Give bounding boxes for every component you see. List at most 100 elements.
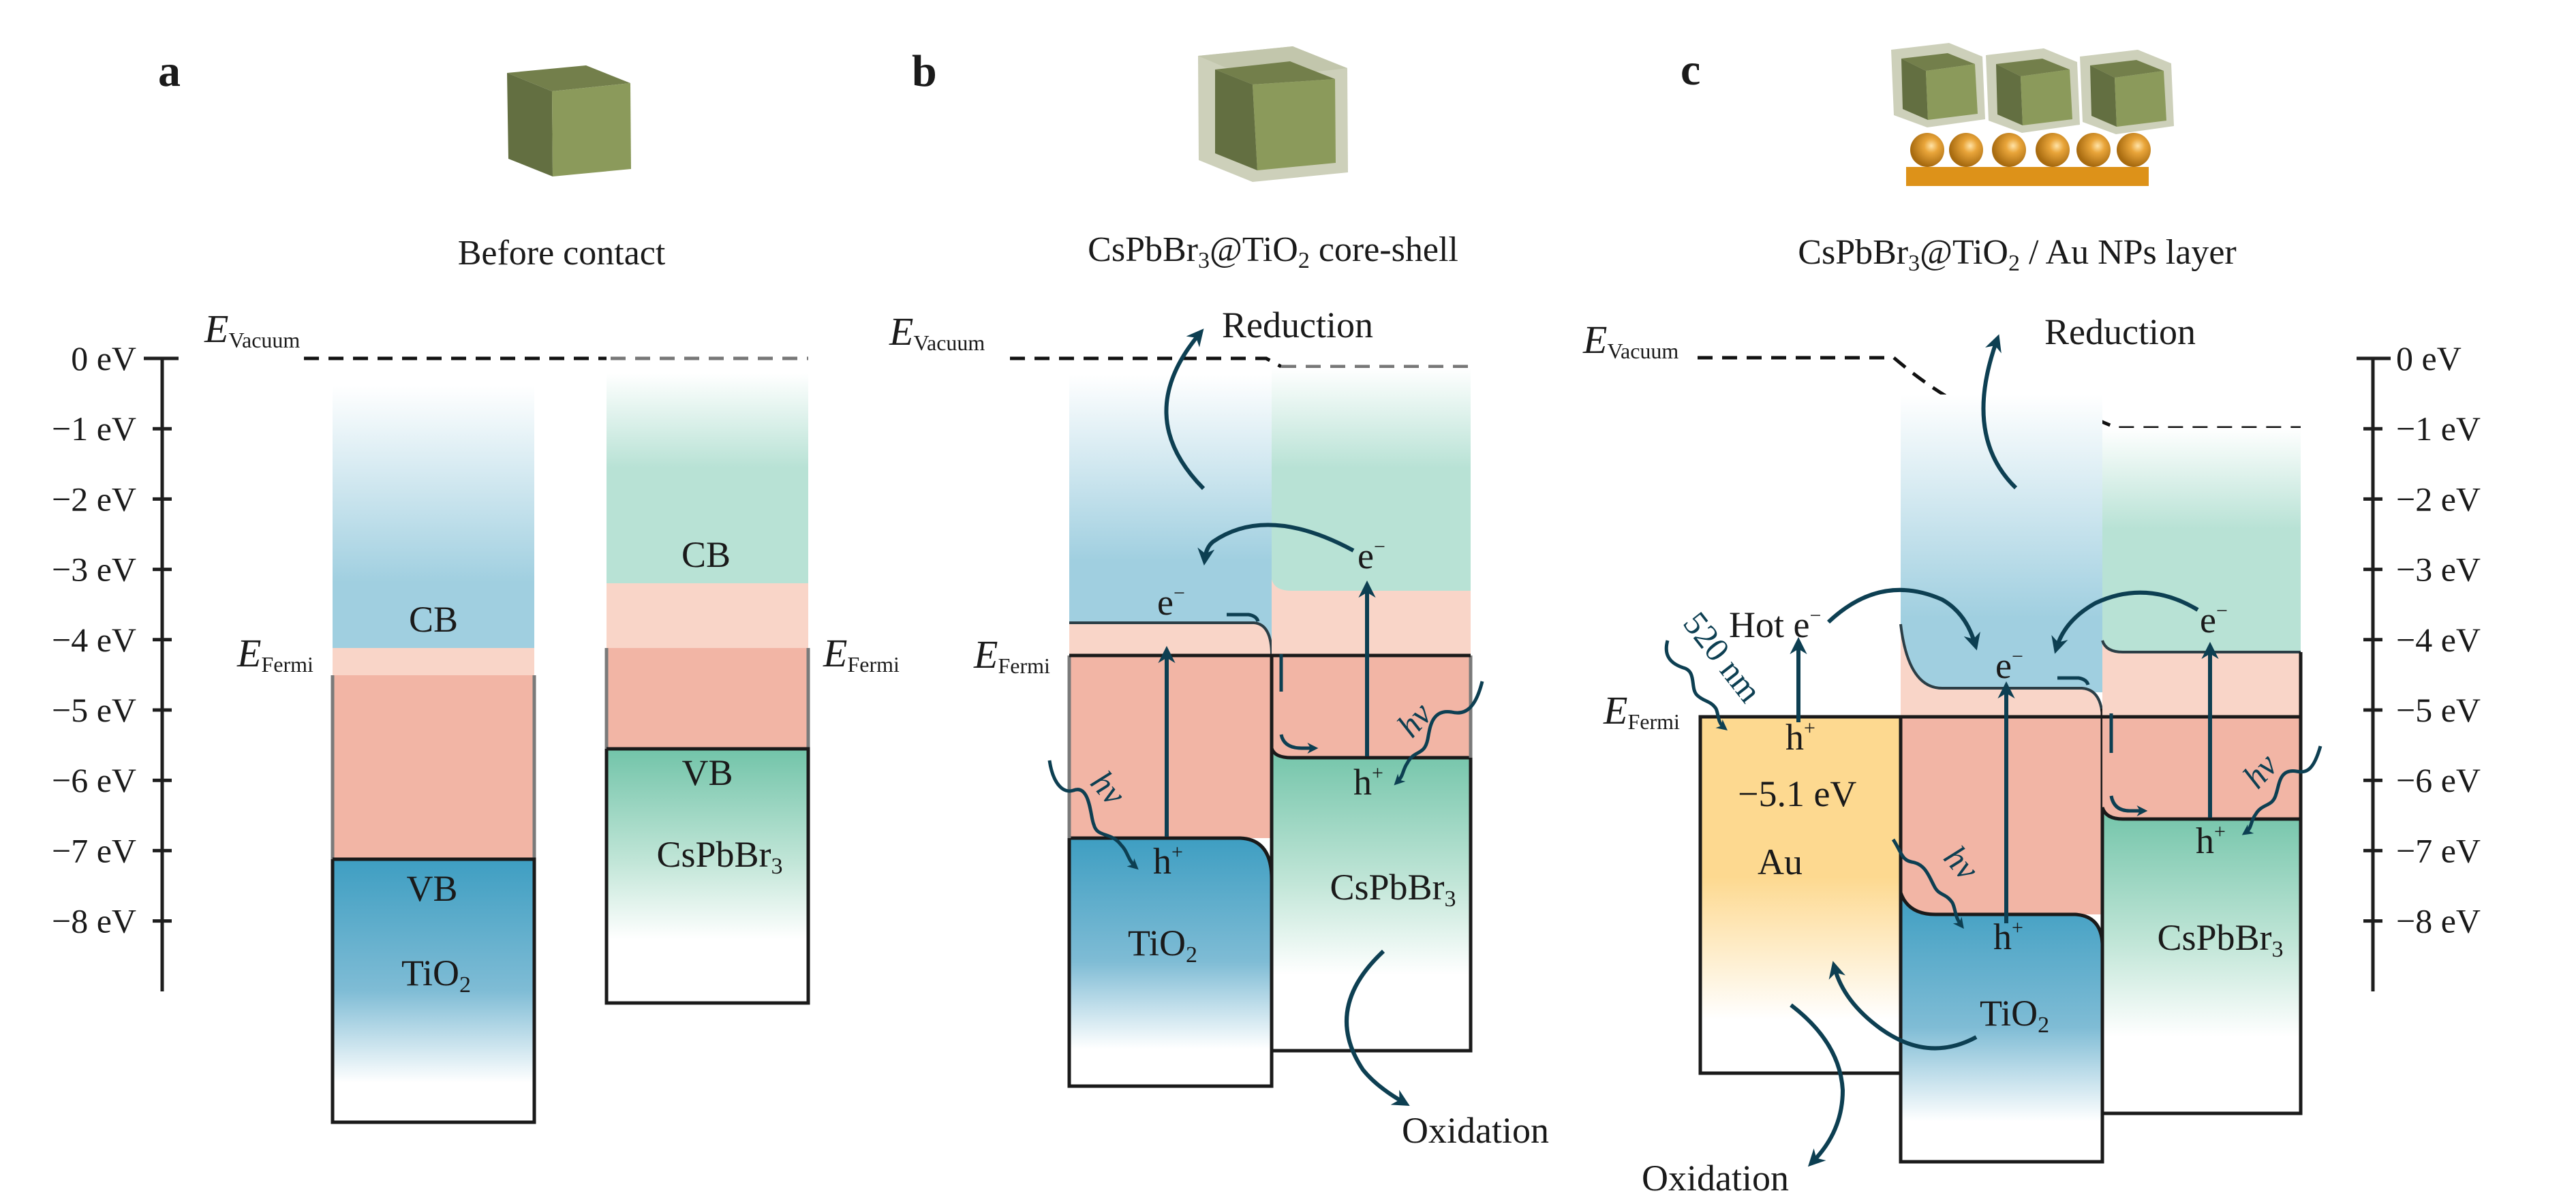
panel-c: c CsPbBr3@TiO2 / Au NPs layer EVacuum (1582, 43, 2481, 1199)
cspbbr3-conduction-band (1272, 368, 1471, 591)
electron-transfer-arrow (1197, 523, 1355, 566)
electron-transfer-arrow (2051, 590, 2199, 654)
axis-tick-label: −8 eV (2396, 902, 2481, 940)
tio2-gap-upper (1901, 624, 2102, 717)
axis-tick-label: −6 eV (2396, 761, 2481, 799)
au-nanoparticles-icon (1910, 133, 2151, 167)
axis-tick-label: −1 eV (52, 410, 136, 448)
cspbbr3-hole-label: h+ (2196, 820, 2226, 861)
photon-arrow (1891, 838, 1964, 929)
cspbbr3-band-column: CsPbBr3 (1270, 368, 1473, 1053)
axis-tick-label: −2 eV (52, 480, 136, 518)
vacuum-level-label: EVacuum (1582, 318, 1678, 363)
hole-drift-arrow (2109, 795, 2148, 817)
tio2-electron-label: e− (1995, 645, 2023, 686)
tio2-hole-label: h+ (1153, 841, 1183, 882)
cspbbr3-gap-upper (1272, 579, 1471, 655)
tio2-gap-lower (333, 675, 534, 859)
panel-letter-b: b (912, 46, 937, 96)
hot-electron-label: Hot e− (1729, 604, 1821, 645)
core-shell-cube-icon (1891, 43, 1985, 127)
core-shell-cube-icon (2080, 50, 2174, 134)
au-workfunction-label: −5.1 eV (1738, 773, 1856, 814)
axis-tick-label: −3 eV (52, 551, 136, 589)
hole-transfer-arrow (1828, 961, 1978, 1051)
cspbbr3-valence-band (2102, 807, 2301, 1113)
fermi-level-label: EFermi (973, 632, 1050, 678)
tio2-electron-label: e− (1157, 582, 1185, 623)
tio2-label: TiO2 (1980, 993, 2049, 1038)
core-shell-cube-icon (1198, 46, 1348, 182)
axis-tick-label: −5 eV (52, 691, 136, 729)
vacuum-level-label: EVacuum (889, 309, 985, 355)
vacuum-level-line (1698, 356, 2301, 430)
axis-tick-label: 0 eV (2396, 339, 2462, 377)
tio2-label: TiO2 (401, 953, 471, 998)
reduction-label: Reduction (1222, 305, 1373, 345)
fermi-level-label: EFermi (1603, 688, 1680, 734)
tio2-gap-upper (333, 648, 534, 675)
tio2-gap-upper (1069, 623, 1272, 655)
energy-axis-left: 0 eV −1 eV −2 eV −3 eV −4 eV −5 eV −6 eV −7 eV −… (52, 339, 179, 991)
vacuum-level-label: EVacuum (204, 307, 300, 352)
axis-tick-label: −3 eV (2396, 551, 2481, 589)
cspbbr3-gap-lower (2102, 717, 2301, 819)
axis-tick-label: −4 eV (52, 621, 136, 659)
axis-tick-label: −7 eV (2396, 831, 2481, 869)
photon-arrow (2241, 745, 2322, 835)
tio2-hole-label: h+ (1993, 916, 2023, 957)
axis-tick-label: −5 eV (2396, 691, 2481, 729)
reduction-arrow (1164, 328, 1206, 491)
panel-c-title: CsPbBr3@TiO2 / Au NPs layer (1798, 233, 2236, 276)
core-shell-on-au-nps-icon (1891, 43, 2174, 186)
panel-b-title: CsPbBr3@TiO2 core-shell (1088, 230, 1458, 273)
core-shell-cube-icon (1986, 48, 2080, 133)
tio2-valence-band (1901, 893, 2102, 1162)
tio2-cb-label: CB (409, 599, 458, 640)
axis-tick-label: −8 eV (52, 902, 136, 940)
tio2-valence-band (1069, 838, 1272, 1086)
cspbbr3-gap-lower (1272, 655, 1471, 758)
cspbbr3-valence-band (607, 749, 808, 1003)
cspbbr3-cube-icon (507, 65, 631, 176)
panel-a: a Before contact 0 eV −1 eV −2 eV −3 eV −4 e… (52, 46, 900, 1124)
tio2-label: TiO2 (1128, 923, 1197, 968)
tio2-gap-lower (1901, 717, 2102, 914)
energy-axis-right: 0 eV−1 eV−2 eV−3 eV−4 eV−5 eV−6 eV−7 eV−… (2357, 339, 2481, 991)
cspbbr3-electron-label: e− (1358, 536, 1385, 576)
cspbbr3-label: CsPbBr3 (2157, 917, 2283, 962)
cspbbr3-band-column: CsPbBr3 (2100, 428, 2303, 1115)
axis-tick-label: −4 eV (2396, 621, 2481, 659)
cspbbr3-cb-label: CB (681, 534, 731, 575)
tio2-band-column: TiO2 (1067, 375, 1274, 1088)
tio2-valence-band (333, 859, 534, 1122)
interface-barrier-mark (2057, 676, 2090, 685)
photon-arrow (1047, 760, 1139, 870)
hot-electron-injection-arrow (1826, 587, 1980, 651)
axis-tick-label: −1 eV (2396, 410, 2481, 448)
au-column: −5.1 eV Au (1698, 715, 1901, 1075)
cspbbr3-label: CsPbBr3 (1330, 867, 1456, 912)
oxidation-label: Oxidation (1402, 1110, 1549, 1151)
panel-letter-a: a (158, 46, 181, 96)
cspbbr3-hole-label: h+ (1353, 762, 1383, 803)
reduction-arrow (1981, 334, 2018, 490)
cspbbr3-band-column: CB VB CsPbBr3 (604, 373, 810, 1005)
cspbbr3-label: CsPbBr3 (656, 834, 782, 879)
cspbbr3-electron-label: e− (2200, 600, 2228, 640)
fermi-level-label-cspbbr3: EFermi (823, 631, 900, 677)
tio2-gap-lower (1069, 655, 1272, 838)
vacuum-level-line (1010, 356, 1283, 369)
panel-a-title: Before contact (458, 234, 666, 273)
cspbbr3-conduction-band (2102, 428, 2301, 652)
oxidation-arrow (1345, 949, 1410, 1107)
axis-tick-label: −6 eV (52, 761, 136, 799)
cspbbr3-vb-label: VB (681, 752, 733, 793)
au-label: Au (1758, 842, 1803, 882)
axis-tick-label: −7 eV (52, 831, 136, 869)
axis-tick-label: 0 eV (71, 339, 136, 377)
cspbbr3-gap-upper (607, 583, 808, 648)
au-hole-label: h+ (1785, 717, 1815, 758)
oxidation-arrow (1790, 1003, 1845, 1167)
tio2-band-column: CB VB TiO2 (331, 386, 536, 1124)
